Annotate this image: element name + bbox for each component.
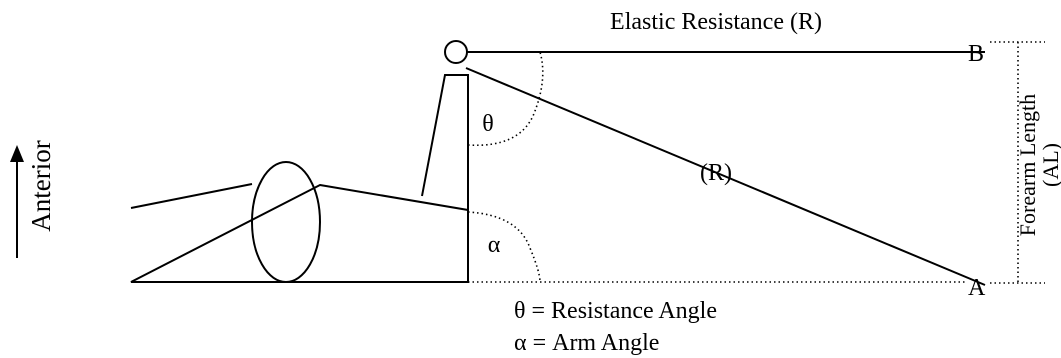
upper-arm: [421, 74, 469, 210]
alpha-symbol: α: [488, 232, 501, 258]
alpha-angle-arc: [467, 211, 541, 283]
hand-circle: [444, 40, 468, 64]
theta-angle-arc: [467, 51, 544, 147]
forearm-length-label: Forearm Length: [1015, 94, 1040, 236]
theta-symbol: θ: [482, 111, 494, 137]
theta-definition: θ = Resistance Angle: [514, 298, 717, 324]
torso-outline: [130, 183, 469, 283]
point-b-label: B: [968, 41, 984, 67]
resistance-mid-label: (R): [700, 160, 732, 186]
alpha-definition: α = Arm Angle: [514, 330, 659, 356]
point-a-label: A: [968, 275, 986, 301]
forearm-length-abbrev-label: (AL): [1038, 143, 1061, 187]
resistance-line: [465, 67, 986, 286]
head-ellipse: [251, 161, 321, 283]
anterior-label: Anterior: [26, 140, 56, 231]
anterior-arrow: [10, 145, 24, 258]
elastic-resistance-label: Elastic Resistance (R): [610, 9, 822, 35]
forearm-length-marker: [990, 41, 1045, 284]
